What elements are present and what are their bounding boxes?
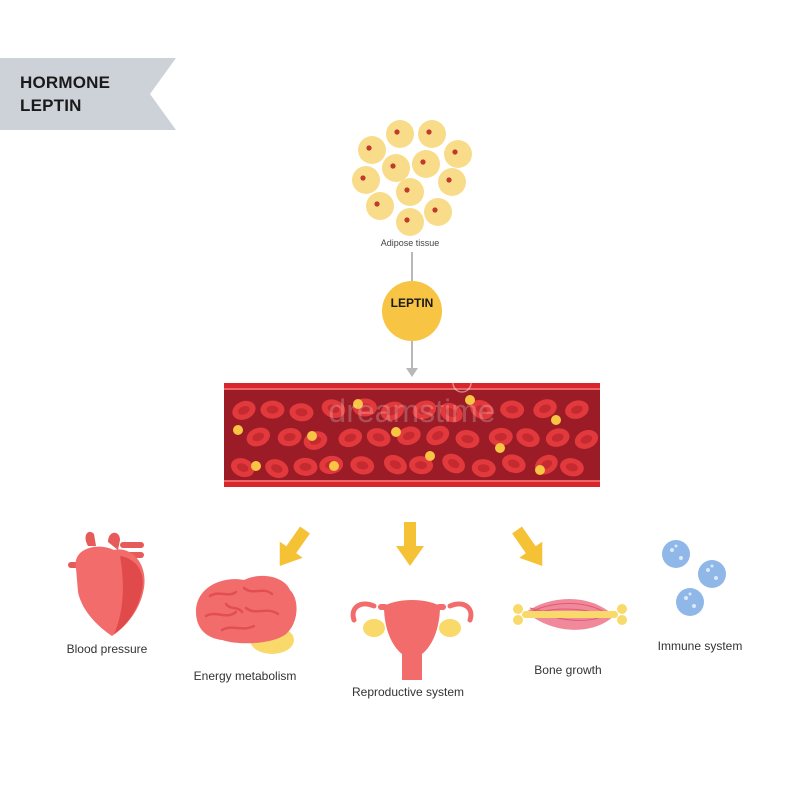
red-blood-cell	[260, 400, 285, 419]
red-blood-cell	[565, 400, 589, 419]
leptin-molecule	[353, 399, 363, 409]
fat-cell	[418, 120, 446, 148]
target-label-energy-metabolism: Energy metabolism	[193, 669, 297, 683]
heart-icon	[68, 531, 145, 636]
page-title: HORMONE LEPTIN	[20, 71, 110, 117]
leptin-molecule	[251, 461, 261, 471]
red-blood-cell	[232, 400, 256, 420]
watermark-circle	[452, 373, 472, 393]
red-blood-cell	[350, 456, 375, 475]
red-blood-cell	[230, 458, 255, 478]
red-blood-cell	[500, 400, 525, 419]
red-blood-cell	[533, 399, 557, 419]
brain-icon	[196, 575, 297, 654]
red-blood-cell	[471, 459, 496, 478]
fat-cell	[358, 136, 386, 164]
red-blood-cell	[380, 401, 405, 421]
leptin-molecule	[391, 427, 401, 437]
target-label-immune-system: Immune system	[657, 639, 743, 653]
red-blood-cell	[246, 427, 270, 447]
red-blood-cell	[439, 402, 463, 423]
immune-cells-icon	[662, 540, 726, 616]
fat-cell-nucleus	[426, 129, 432, 135]
target-label-blood-pressure: Blood pressure	[66, 642, 148, 656]
leptin-molecule	[535, 465, 545, 475]
watermark-text: dreamstime	[328, 393, 495, 429]
red-blood-cell	[397, 426, 421, 446]
red-blood-cell	[560, 458, 584, 477]
fat-cell	[412, 150, 440, 178]
red-blood-cell	[277, 428, 302, 447]
red-blood-cell	[545, 428, 570, 447]
yellow-arrow	[396, 522, 424, 566]
fat-cell-nucleus	[390, 163, 396, 169]
red-blood-cell	[321, 399, 346, 419]
fat-cell	[396, 208, 424, 236]
red-blood-cell	[412, 400, 437, 420]
fat-cell-nucleus	[446, 177, 452, 183]
red-blood-cell	[426, 425, 450, 446]
red-blood-cell	[516, 428, 540, 448]
yellow-arrow	[279, 526, 310, 567]
fat-cell	[352, 166, 380, 194]
red-blood-cell	[338, 428, 363, 448]
fat-cell-nucleus	[366, 145, 372, 151]
leptin-molecule	[329, 461, 339, 471]
title-line-1: HORMONE	[20, 73, 111, 92]
adipose-tissue-cells	[352, 120, 472, 236]
fat-cell-nucleus	[432, 207, 438, 213]
fat-cell	[424, 198, 452, 226]
leptin-molecule	[465, 395, 475, 405]
fat-cell-nucleus	[452, 149, 458, 155]
leptin-molecule	[551, 415, 561, 425]
red-blood-cell	[289, 403, 314, 422]
leptin-molecule	[307, 431, 317, 441]
fat-cell-nucleus	[420, 159, 426, 165]
yellow-arrow	[512, 526, 543, 567]
fat-cell	[444, 140, 472, 168]
leptin-molecule	[495, 443, 505, 453]
fat-cell	[396, 178, 424, 206]
red-blood-cell	[488, 427, 513, 446]
leptin-molecule	[233, 425, 243, 435]
reproductive-system-icon	[350, 600, 474, 680]
fat-cell	[386, 120, 414, 148]
effect-arrows	[279, 522, 543, 567]
fat-cell-nucleus	[374, 201, 380, 207]
red-blood-cell	[574, 429, 599, 449]
title-line-2: LEPTIN	[20, 96, 82, 115]
leptin-label: LEPTIN	[390, 296, 434, 310]
fat-cell	[382, 154, 410, 182]
red-blood-cell	[265, 459, 289, 479]
target-label-reproductive-system: Reproductive system	[351, 685, 465, 699]
fat-cell-nucleus	[394, 129, 400, 135]
red-blood-cell	[383, 454, 407, 475]
red-blood-cell	[366, 428, 391, 447]
red-blood-cell	[502, 454, 526, 474]
fat-cell	[366, 192, 394, 220]
red-blood-cell	[470, 399, 494, 420]
fat-cell-nucleus	[404, 217, 410, 223]
red-blood-cell	[293, 457, 318, 476]
leptin-circle	[382, 281, 442, 341]
title-banner: HORMONE LEPTIN	[0, 58, 176, 130]
red-blood-cell	[409, 456, 434, 475]
fat-cell	[438, 168, 466, 196]
blood-vessel	[224, 383, 600, 487]
adipose-tissue-label: Adipose tissue	[380, 238, 440, 248]
red-blood-cell	[455, 430, 480, 449]
target-label-bone-growth: Bone growth	[534, 663, 602, 677]
connector-arrowhead	[406, 368, 418, 377]
fat-cell-nucleus	[360, 175, 366, 181]
bone-muscle-icon	[513, 598, 627, 630]
leptin-molecule	[425, 451, 435, 461]
red-blood-cell	[442, 453, 466, 474]
fat-cell-nucleus	[404, 187, 410, 193]
